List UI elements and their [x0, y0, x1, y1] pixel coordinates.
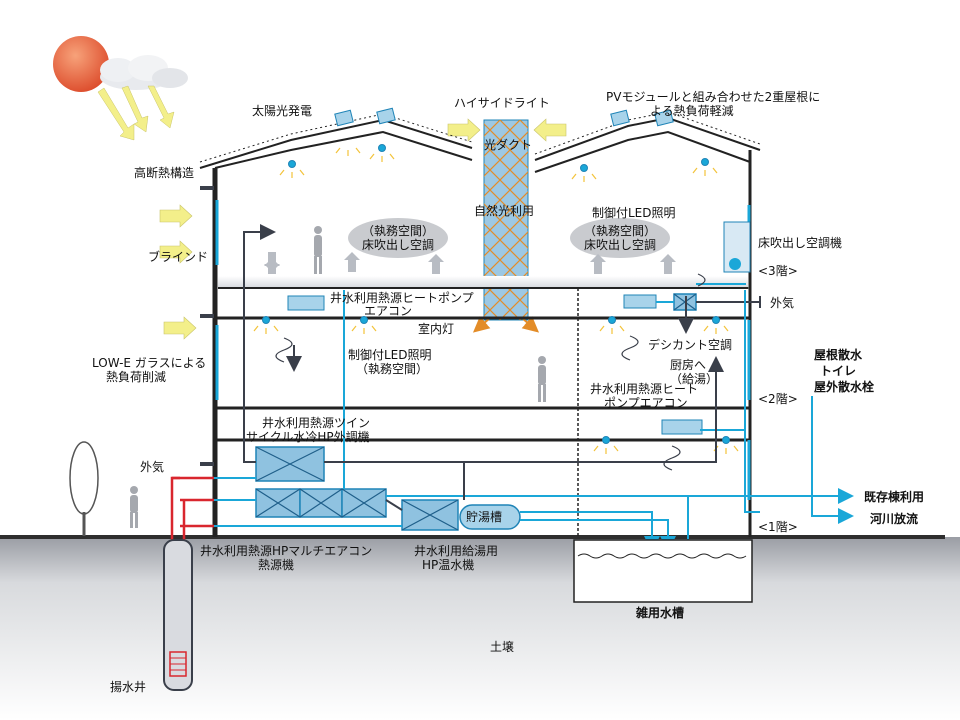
blind-label: ブラインド [148, 250, 209, 264]
misc-water-tank [573, 539, 753, 603]
lowe-glass-label-2: 熱負荷削減 [106, 370, 167, 384]
pv-roof-label-1: PVモジュールと組み合わせた2重屋根に [606, 90, 821, 104]
light-arrows [159, 118, 567, 340]
led-control-label: 制御付LED照明 [592, 206, 676, 220]
hp-ac-label-2: エアコン [364, 304, 413, 318]
floor-ac-unit-label: 床吹出し空調機 [758, 236, 843, 250]
water-heater-label-1: 井水利用給湯用 [414, 544, 499, 558]
person-icon [130, 226, 546, 528]
kitchen-label-2: （給湯） [670, 372, 719, 386]
floor-3-slab [218, 276, 748, 288]
led-office-label-2: （執務空間） [356, 362, 429, 376]
desiccant-label: デシカント空調 [648, 338, 733, 352]
kitchen-label-1: 厨房へ [670, 358, 707, 372]
soil-label: 土壌 [490, 640, 515, 654]
floor-ac-label-right: 床吹出し空調 [583, 238, 656, 252]
natural-light-label: 自然光利用 [474, 204, 535, 218]
hydrant-label: 屋外散水栓 [814, 380, 875, 394]
hp-ac-label-1: 井水利用熱源ヒートポンプ [330, 291, 474, 305]
floor-2-label: <2階> [758, 392, 798, 406]
river-discharge-label: 河川放流 [870, 512, 919, 526]
duct-light-arrows [472, 316, 540, 333]
right-roof [534, 111, 761, 161]
airflow-swirls [275, 273, 706, 471]
outside-air-label: 外気 [770, 296, 795, 310]
light-duct-label: 光ダクト [484, 138, 533, 152]
return-pipes [243, 224, 761, 511]
hp-ac2-label-2: ポンプエアコン [604, 396, 688, 410]
multi-ac-label-2: 熱源機 [258, 558, 295, 572]
twin-cycle-label-1: 井水利用熱源ツイン [262, 416, 371, 430]
office-space-label-left: （執務空間） [361, 224, 434, 238]
roof-sprinkle-label: 屋根散水 [814, 348, 863, 362]
twin-cycle-label-2: サイクル水冷HP外調機 [246, 430, 370, 444]
fan-icon [729, 258, 741, 270]
hot-water-tank [459, 504, 521, 530]
misc-water-tank-label: 雑用水槽 [636, 606, 685, 620]
tree-icon [69, 441, 99, 536]
led-office-label-1: 制御付LED照明 [348, 348, 432, 362]
existing-building-label: 既存棟利用 [864, 490, 925, 504]
room-light-label: 室内灯 [418, 322, 455, 336]
sun-rays [97, 85, 175, 141]
hot-tank-label: 貯湯槽 [466, 510, 503, 524]
floor-air-arrows [264, 252, 676, 274]
sun-icon [53, 36, 109, 92]
floor-1-label: <1階> [758, 520, 798, 534]
pumping-well-label: 揚水井 [110, 680, 147, 694]
left-roof [199, 113, 473, 169]
cloud-icon [100, 55, 188, 90]
pv-roof-label-2: よる熱負荷軽減 [650, 104, 734, 118]
floor-ac-label-left: 床吹出し空調 [361, 238, 434, 252]
toilet-label: トイレ [820, 364, 857, 378]
high-insulation-label: 高断熱構造 [134, 166, 195, 180]
lamp-glow [253, 147, 739, 454]
pumping-well [163, 539, 193, 691]
outside-air-label-2: 外気 [140, 460, 165, 474]
wave-icon [577, 553, 747, 559]
hp-ac2-label-1: 井水利用熱源ヒート [590, 382, 699, 396]
lamp-icon [262, 144, 730, 444]
soil-area [0, 537, 960, 720]
louvers [200, 186, 214, 466]
water-heater-label-2: HP温水機 [422, 558, 475, 572]
floor-3-label: <3階> [758, 264, 798, 278]
office-ac-zone-left [348, 218, 448, 258]
lowe-glass-label-1: LOW-E ガラスによる [92, 356, 207, 370]
office-space-label-right: （執務空間） [583, 224, 656, 238]
high-side-light-label: ハイサイドライト [454, 96, 550, 110]
office-ac-zone-right [570, 218, 670, 258]
solar-power-label: 太陽光発電 [252, 104, 313, 118]
equipment-boxes [255, 293, 697, 531]
skylight-icon [334, 107, 674, 127]
multi-ac-label-1: 井水利用熱源HPマルチエアコン [200, 544, 373, 558]
